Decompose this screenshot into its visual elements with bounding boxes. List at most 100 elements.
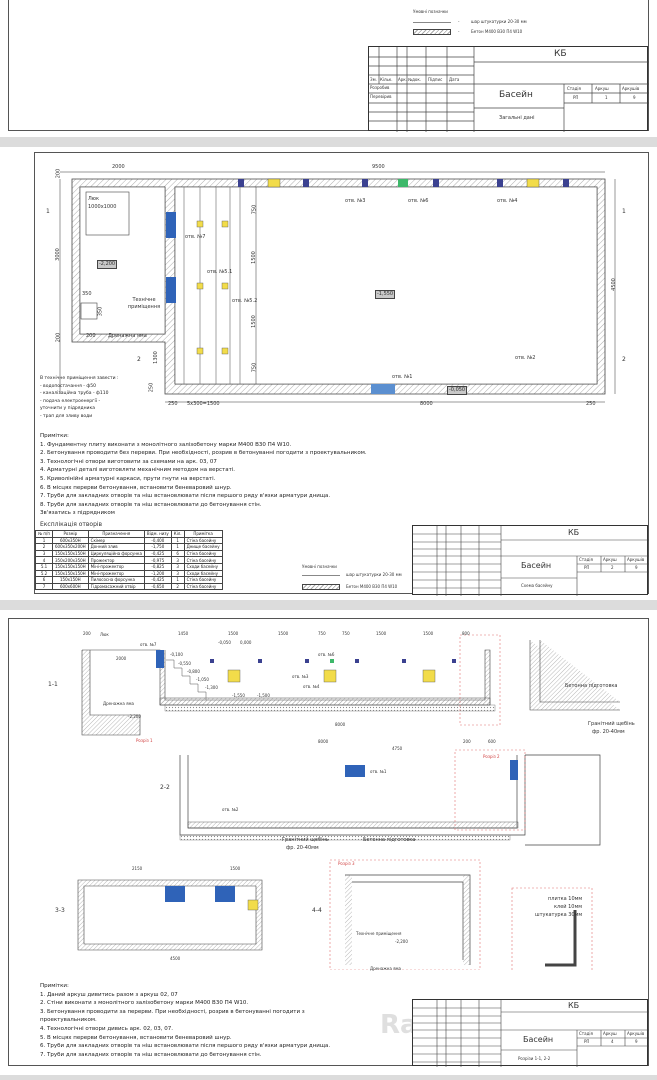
sheet-1: Умовні позначки - шар штукатурки 20-30 м… — [0, 0, 657, 137]
project-name: Басейн — [499, 90, 533, 100]
table-cell: 1 — [170, 536, 185, 545]
table-cell: Сходи басейну — [183, 569, 223, 578]
dim-top: 1450 — [178, 631, 189, 636]
title-block-grid — [413, 1000, 649, 1067]
opening-2-label: отв. №2 — [515, 355, 536, 361]
dim-200: 200 — [86, 333, 96, 339]
section-mark-1: 1 — [46, 208, 50, 215]
table-cell: -0,425 — [143, 549, 172, 558]
section-4-4 — [329, 859, 593, 970]
dim-600: 600 — [488, 739, 496, 744]
dim-8000: 8000 — [335, 722, 346, 727]
opening-7-label: отв. №7 — [185, 234, 206, 240]
project-name: Басейн — [523, 1035, 554, 1044]
dim-top: 750 — [318, 631, 326, 636]
note-line: уточнити у підрядника — [40, 406, 95, 411]
table-cell: 5.1 — [34, 562, 54, 571]
table-cell: 150x150x150Н — [52, 562, 89, 571]
table-cell: -0,825 — [143, 562, 172, 571]
note-item: 6. В місцях перерви бетонування, встанов… — [40, 484, 232, 491]
dim-1300: 1300 — [152, 351, 159, 364]
dim-200: 200 — [55, 332, 62, 343]
note-item: 3. Бетонування проводити за перерви. При… — [40, 1008, 305, 1015]
table-cell: 600x600Н — [52, 582, 89, 591]
notes-title: Примітки: — [40, 983, 69, 989]
dim-top: 1500 — [423, 631, 434, 636]
level-tech-room: -2,200 — [395, 939, 408, 944]
column-header: Розмір — [52, 530, 89, 538]
col-qty: Кільк. — [380, 77, 393, 82]
note-item: 5. В місцях перерви бетонування, встанов… — [40, 1034, 232, 1041]
column-header: Кіл. — [170, 530, 185, 538]
legend-plaster: шар штукатурки 20-30 мм — [346, 572, 402, 577]
table-cell: Гідромасажний отвір — [87, 582, 145, 591]
table-cell: 150x150x150Н — [52, 569, 89, 578]
sheet-2: 2000 9500 3000 200 200 4500 750 1500 150… — [0, 147, 657, 600]
opening-5-2-label: отв. №5.2 — [232, 298, 258, 304]
dim-250: 250 — [168, 401, 178, 407]
concrete-prep-label: Бетонна підготовка — [565, 683, 618, 689]
table-cell: 6 — [34, 576, 54, 584]
sheets-value: 9 — [635, 565, 638, 570]
cut-label: Розріз 1 — [136, 738, 153, 743]
table-cell: 1 — [170, 543, 185, 551]
pool-plan-drawing — [59, 171, 616, 403]
opening-5-1-label: отв. №5.1 — [207, 269, 233, 275]
level-mark: -1,300 — [205, 685, 218, 690]
table-cell: Стіна басейну — [183, 576, 223, 584]
dim-top: 750 — [342, 631, 350, 636]
table-cell: -1,200 — [143, 569, 172, 578]
dim-8000: 8000 — [318, 739, 329, 744]
dim-4750: 4750 — [392, 746, 403, 751]
title-block-grid — [369, 47, 649, 132]
table-cell: 4 — [34, 556, 54, 564]
notes-sheet-3: Примітки: 1. Даний аркуш дивитись разом … — [40, 982, 330, 1059]
table-cell: 150x150Н — [52, 576, 89, 584]
gravel-fraction-label: фр. 20-40мм — [286, 845, 319, 851]
level-mark: 0,000 — [240, 640, 252, 645]
legend-plaster: шар штукатурки 20-30 мм — [471, 19, 527, 24]
dim-750: 750 — [251, 362, 258, 373]
dim-250: 250 — [148, 382, 155, 393]
section-2-2 — [179, 749, 601, 846]
table-cell: Стіна басейну — [183, 536, 223, 545]
drain-pit-label: Дренажна яма — [370, 966, 402, 971]
table-cell: 600x350Н — [52, 536, 89, 545]
tech-room-notes: В технічне приміщення завести : - водопо… — [40, 375, 119, 420]
openings — [166, 178, 569, 394]
opening-4-label: отв. №4 — [303, 684, 320, 689]
level-edge: -0,050 — [447, 386, 468, 395]
table-cell: -0,650 — [143, 582, 172, 591]
table-cell: 3 — [34, 549, 54, 558]
checked-label: Перевірив — [370, 94, 392, 99]
dim-350: 350 — [82, 291, 92, 297]
table-cell: 600x350x200Н — [52, 543, 89, 551]
developed-label: Розробив — [370, 85, 390, 90]
sheet-subtitle: Розрізи 1-1, 2-2 — [518, 1056, 551, 1061]
opening-2-label: отв. №2 — [222, 807, 239, 812]
table-cell: Пилососна форсунка — [87, 576, 145, 584]
note-item: 7. Труби для закладних отворів та ніш вс… — [40, 493, 331, 500]
level-mark: -1,500 — [257, 693, 270, 698]
opening-3-label: отв. №3 — [345, 198, 366, 204]
opening-6-label: отв. №6 — [408, 198, 429, 204]
hatch-size: 1000x1000 — [88, 204, 117, 210]
table-cell: Днище басейну — [183, 543, 223, 551]
table-cell: Донний злив — [87, 543, 145, 551]
sheet-header: Аркуш — [595, 86, 609, 91]
table-cell: -1,750 — [143, 543, 172, 551]
section-1-1 — [81, 634, 620, 736]
section-label-3-3: 3-3 — [55, 907, 65, 914]
sheet-frame — [8, 618, 649, 1066]
col-date: Дата — [449, 77, 460, 82]
table-cell: 3 — [170, 562, 185, 571]
sheet-value: 4 — [611, 1039, 614, 1044]
legend-concrete: Бетон М400 В30 П4 W10 — [346, 584, 398, 589]
section-mark-2: 2 — [622, 356, 626, 363]
legend-title: Умовні позначки — [413, 9, 448, 14]
col-doc: №док. — [408, 77, 422, 82]
